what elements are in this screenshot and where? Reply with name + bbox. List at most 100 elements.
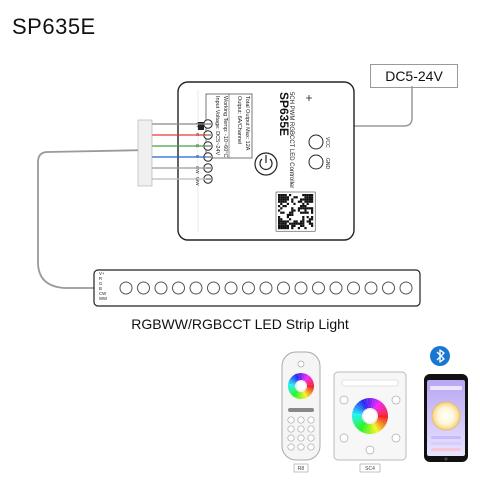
- remote-button: [307, 443, 315, 451]
- color-wheel-segment: [289, 389, 297, 395]
- color-wheel-segment: [366, 398, 370, 409]
- led-dot: [119, 281, 133, 295]
- qr-module: [295, 222, 298, 225]
- bundle-cable: [37, 149, 151, 289]
- vcc-button: [308, 134, 324, 150]
- remote-button: [297, 434, 305, 442]
- qr-module: [306, 194, 309, 197]
- qr-module: [308, 198, 311, 201]
- qr-module: [280, 202, 283, 205]
- qr-module: [284, 224, 287, 227]
- led-dot: [294, 281, 308, 295]
- color-wheel-segment: [358, 422, 366, 432]
- qr-module: [280, 207, 283, 210]
- led-dot: [154, 281, 168, 295]
- qr-module: [282, 211, 285, 214]
- qr-module: [280, 211, 283, 214]
- power-input-label: DC5-24V: [370, 64, 458, 88]
- qr-module: [302, 220, 305, 223]
- qr-module: [291, 209, 294, 212]
- color-wheel-segment: [376, 418, 387, 425]
- remote-r8: R8: [281, 351, 321, 472]
- qr-module: [304, 205, 307, 208]
- qr-module: [297, 227, 300, 230]
- led-dot: [207, 281, 220, 295]
- qr-module: [300, 198, 303, 201]
- led-dot: [172, 281, 185, 295]
- color-wheel-segment: [306, 386, 314, 389]
- qr-module: [308, 220, 311, 223]
- power-button: [254, 152, 278, 176]
- color-wheel-segment: [304, 374, 310, 382]
- qr-module: [282, 222, 285, 225]
- color-wheel-segment: [377, 409, 388, 415]
- panel-button: [339, 395, 349, 405]
- vcc-label: VCC: [324, 137, 330, 148]
- qr-module: [311, 209, 314, 212]
- led-dot: [189, 281, 203, 295]
- color-wheel-segment: [302, 373, 306, 381]
- color-wheel-segment: [288, 379, 296, 384]
- qr-module: [291, 211, 294, 214]
- color-wheel-segment: [376, 404, 386, 412]
- spec-left-1: Input Voltage: DC5~24V: [214, 96, 220, 155]
- qr-module: [308, 194, 311, 197]
- qr-module: [291, 213, 294, 216]
- qr-module: [304, 198, 307, 201]
- qr-module: [286, 213, 289, 216]
- qr-module: [311, 222, 314, 225]
- qr-module: [284, 205, 287, 208]
- qr-module: [291, 222, 294, 225]
- remote-button: [297, 416, 305, 424]
- qr-module: [282, 198, 285, 201]
- qr-module: [280, 218, 283, 221]
- color-wheel-segment: [305, 389, 313, 395]
- color-wheel-segment: [298, 391, 301, 399]
- remote-button: [287, 425, 295, 433]
- qr-module: [293, 196, 296, 199]
- qr-module: [302, 222, 305, 225]
- qr-module: [308, 200, 311, 203]
- strip-caption: RGBWW/RGBCCT LED Strip Light: [131, 316, 349, 332]
- qr-module: [289, 211, 292, 214]
- qr-module: [300, 224, 303, 227]
- color-wheel-segment: [375, 402, 384, 411]
- led-dot: [382, 281, 395, 295]
- qr-module: [280, 196, 283, 199]
- color-wheel-segment: [361, 399, 368, 410]
- panel-button: [391, 395, 401, 405]
- color-wheel-segment: [370, 423, 374, 434]
- qr-module: [286, 224, 289, 227]
- color-wheel-center: [362, 408, 378, 424]
- qr-module: [297, 222, 300, 225]
- controller-model: SP635E: [277, 92, 291, 136]
- qr-module: [297, 200, 300, 203]
- color-wheel-segment: [288, 383, 296, 386]
- led-dot: [277, 281, 290, 295]
- qr-module: [284, 198, 287, 201]
- qr-module: [282, 224, 285, 227]
- qr-module: [284, 194, 287, 197]
- qr-module: [278, 218, 281, 221]
- color-wheel-segment: [356, 402, 365, 411]
- spec-left-2: Working Temp: -10~60°C: [222, 96, 228, 157]
- qr-module: [284, 220, 287, 223]
- qr-module: [282, 205, 285, 208]
- qr-module: [300, 220, 303, 223]
- color-wheel-segment: [303, 373, 308, 381]
- qr-module: [297, 209, 300, 212]
- qr-module: [278, 220, 281, 223]
- qr-module: [284, 196, 287, 199]
- remote-button: [287, 416, 295, 424]
- color-wheel-segment: [352, 417, 363, 423]
- color-wheel-segment: [301, 373, 304, 381]
- qr-module: [293, 222, 296, 225]
- qr-module: [282, 196, 285, 199]
- color-wheel-segment: [301, 391, 304, 399]
- color-wheel-segment: [370, 398, 374, 409]
- color-wheel-segment: [291, 376, 298, 383]
- power-cable: [352, 86, 413, 127]
- remote-r8-label: R8: [298, 466, 305, 472]
- qr-module: [308, 207, 311, 210]
